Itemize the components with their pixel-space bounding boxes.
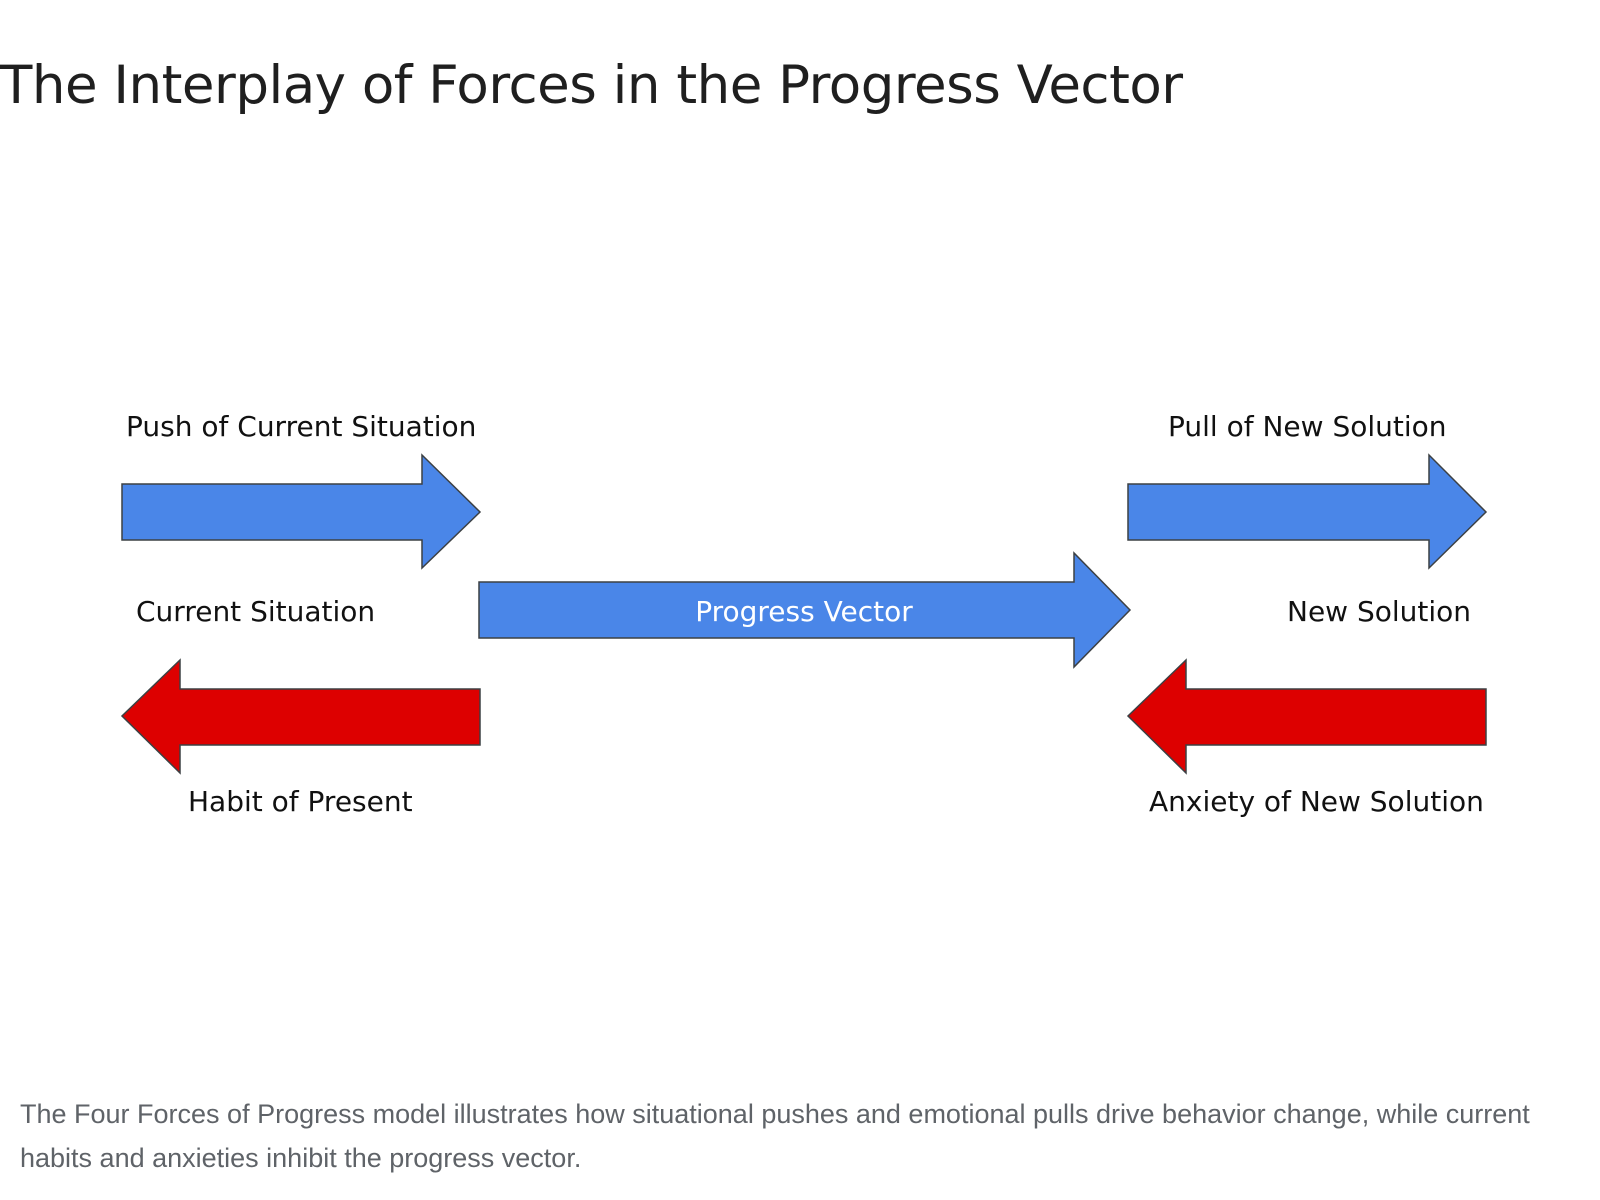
push-label: Push of Current Situation	[126, 410, 476, 443]
figure-caption: The Four Forces of Progress model illust…	[20, 1099, 1530, 1173]
habit-arrow	[120, 658, 481, 775]
progress-vector-arrow	[478, 551, 1132, 669]
push-arrow	[121, 453, 482, 570]
page-title: The Interplay of Forces in the Progress …	[0, 55, 1183, 116]
habit-label: Habit of Present	[188, 785, 413, 818]
pull-arrow	[1127, 453, 1488, 570]
pull-label: Pull of New Solution	[1168, 410, 1447, 443]
current-situation-label: Current Situation	[136, 595, 375, 628]
anxiety-label: Anxiety of New Solution	[1149, 785, 1484, 818]
new-solution-label: New Solution	[1287, 595, 1471, 628]
progress-vector-label: Progress Vector	[695, 595, 913, 628]
anxiety-arrow	[1126, 658, 1487, 775]
